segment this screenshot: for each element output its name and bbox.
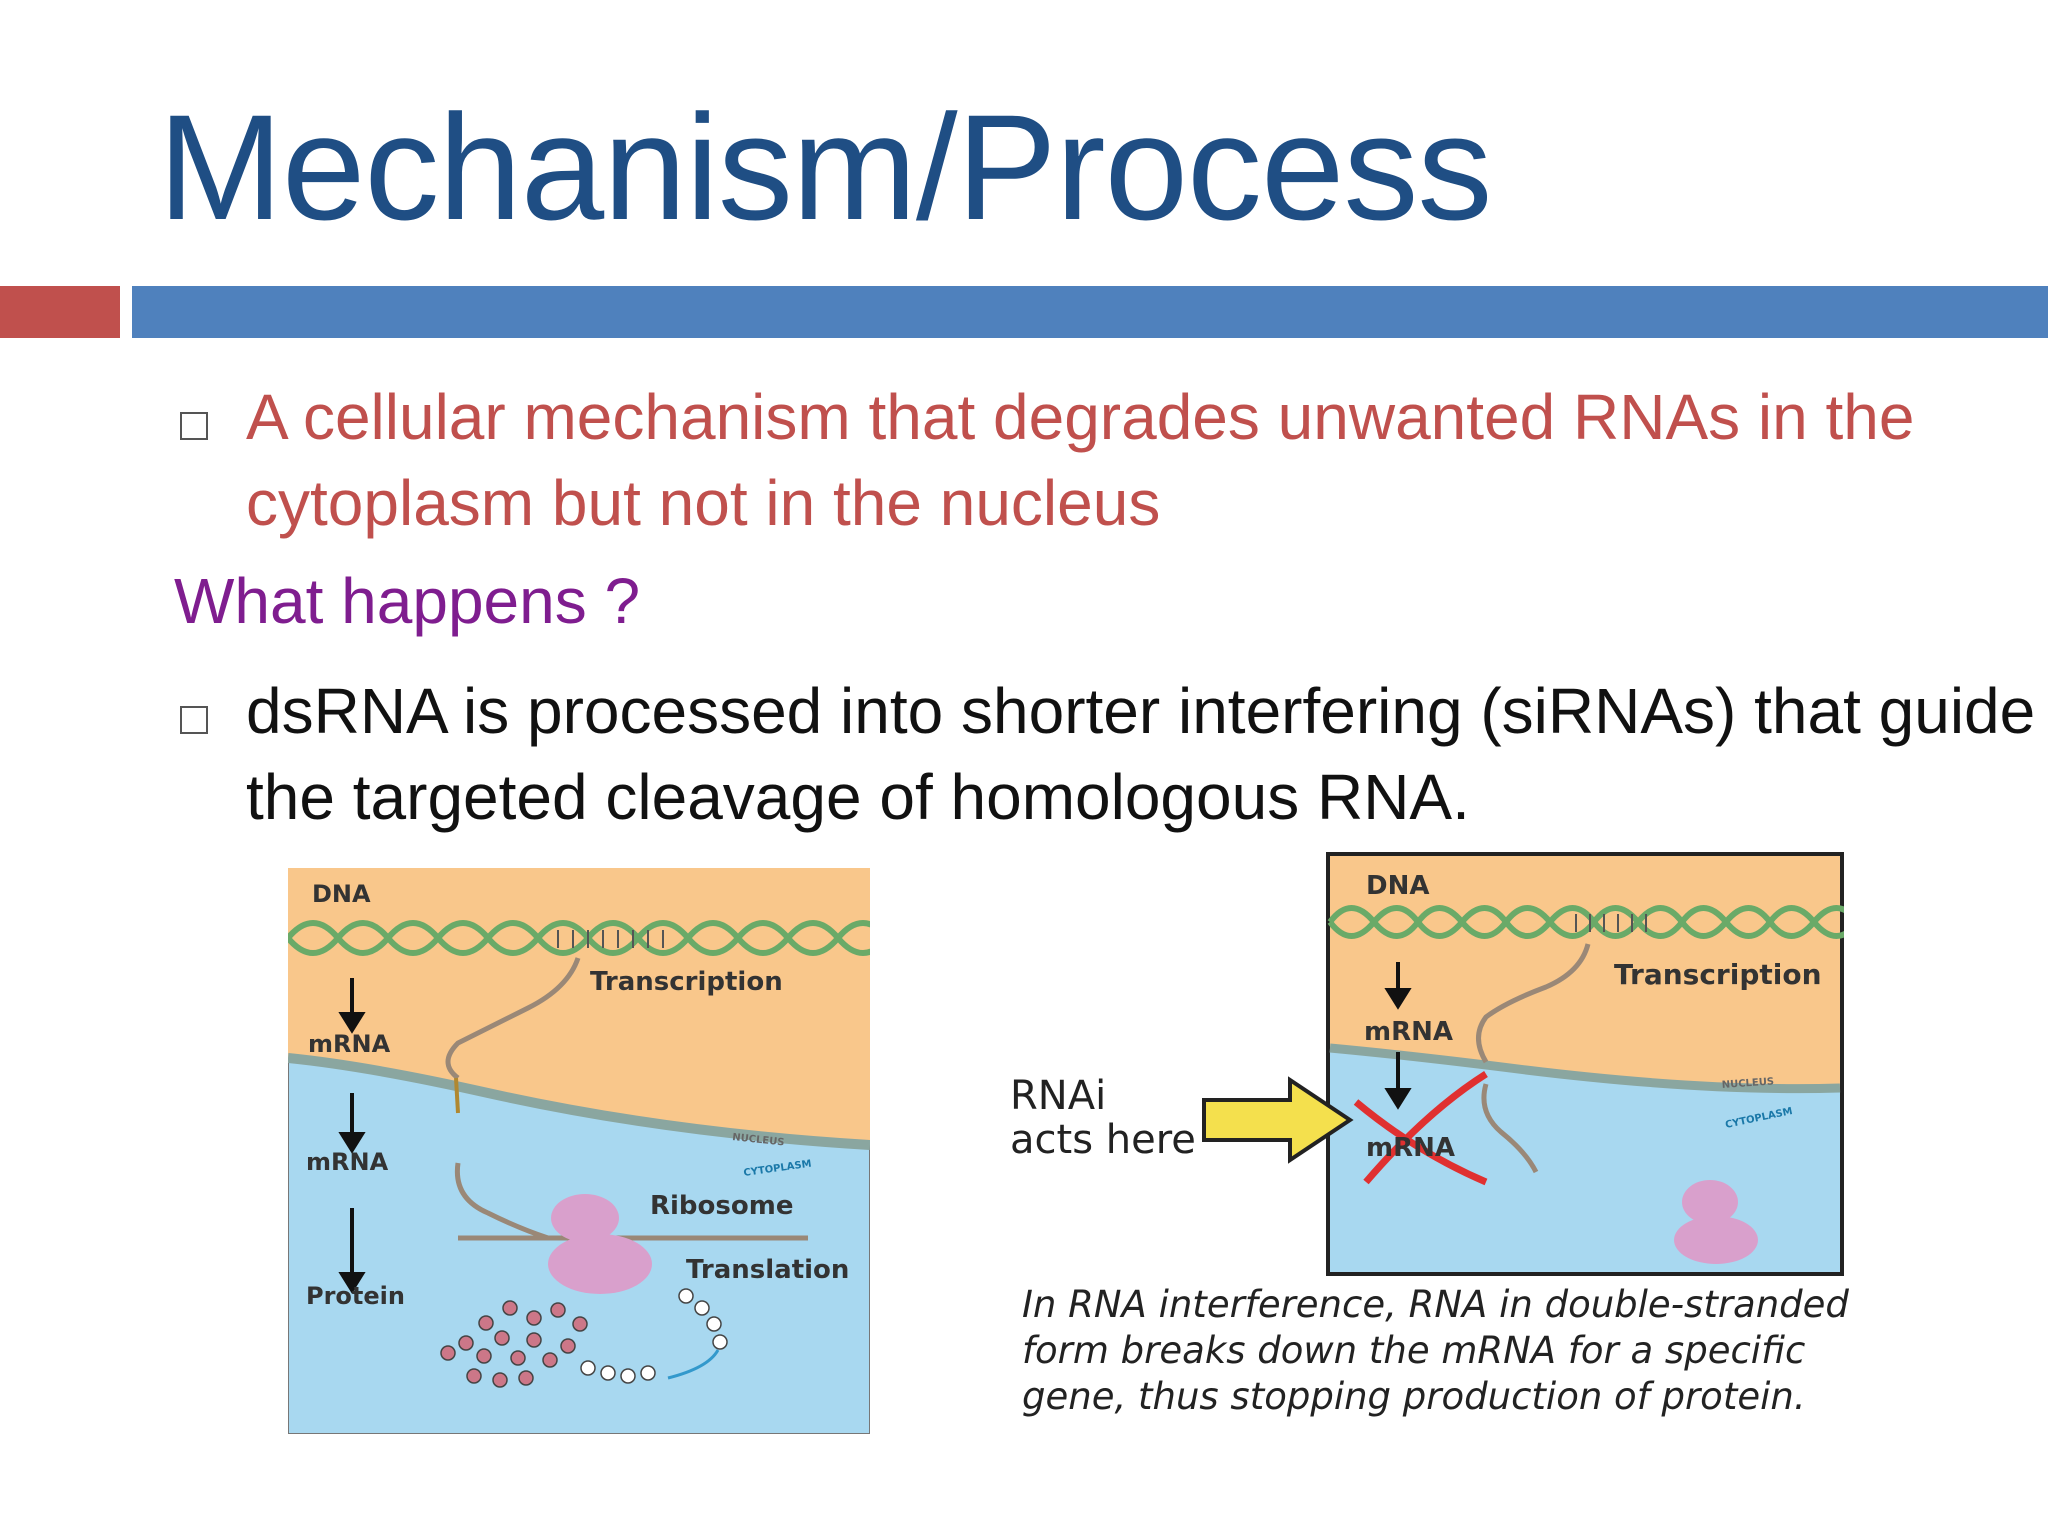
rnai-arrow-icon [1202, 1076, 1354, 1164]
label-transcription: Transcription [590, 967, 783, 997]
gene-expression-diagram: DNA Transcription mRNA mRNA Protein NUCL… [288, 868, 870, 1434]
bullet-square-icon [180, 412, 208, 440]
title-accent-red [0, 286, 120, 338]
cross-icon [1353, 1071, 1488, 1186]
bullet-2-text: dsRNA is processed into shorter interfer… [246, 675, 2036, 833]
rnai-label-line1: RNAi [1010, 1073, 1107, 1119]
label-dna: DNA [1366, 871, 1429, 901]
label-dna: DNA [312, 880, 371, 908]
label-mrna-cytoplasm: mRNA [1366, 1133, 1455, 1163]
diagram-caption: In RNA interference, RNA in double-stran… [1022, 1283, 1849, 1418]
subheading: What happens ? [174, 565, 641, 637]
label-mrna-nucleus: mRNA [1364, 1017, 1453, 1047]
ribosome-shape [1682, 1180, 1738, 1224]
title-accent-blue [132, 286, 2048, 338]
label-nucleus: NUCLEUS [732, 1132, 785, 1148]
label-mrna-cytoplasm: mRNA [306, 1148, 389, 1176]
label-nucleus: NUCLEUS [1721, 1076, 1774, 1091]
ribosome-shape [551, 1194, 619, 1242]
rnai-diagram: DNA Transcription mRNA mRNA NUCLEUS CYTO… [1326, 852, 1844, 1276]
bullet-square-icon [180, 706, 208, 734]
rnai-label: RNAi acts here [1010, 1074, 1196, 1162]
label-protein: Protein [306, 1282, 405, 1310]
label-mrna-nucleus: mRNA [308, 1030, 391, 1058]
bullet-1-text: A cellular mechanism that degrades unwan… [246, 381, 1915, 539]
label-ribosome: Ribosome [650, 1191, 793, 1221]
label-transcription: Transcription [1614, 958, 1822, 991]
slide-title: Mechanism/Process [158, 83, 1492, 251]
rnai-label-line2: acts here [1010, 1117, 1196, 1163]
label-translation: Translation [686, 1255, 849, 1285]
